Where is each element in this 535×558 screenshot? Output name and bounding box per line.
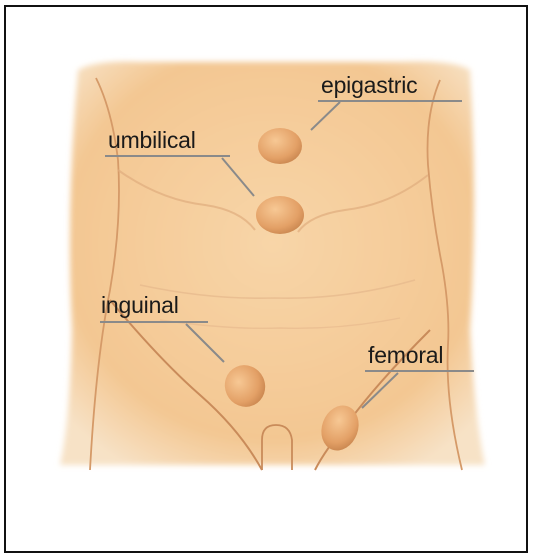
femoral-label: femoral: [368, 344, 443, 367]
umbilical-bulge: [256, 196, 304, 234]
umbilical-label: umbilical: [108, 129, 196, 152]
epigastric-bulge: [258, 128, 302, 164]
epigastric-label: epigastric: [321, 74, 417, 97]
inguinal-label: inguinal: [101, 294, 179, 317]
torso-skin: [60, 62, 485, 465]
